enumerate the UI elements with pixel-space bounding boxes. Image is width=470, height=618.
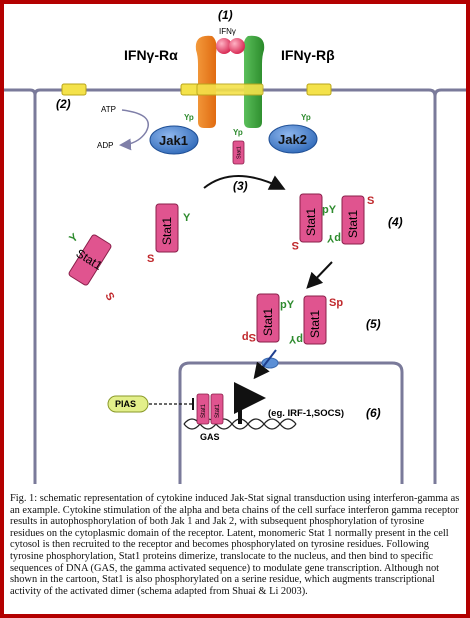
jak2 bbox=[268, 124, 318, 154]
atp-label: ATP bbox=[101, 105, 116, 114]
stat1-bound-left bbox=[196, 393, 210, 425]
jak-stat-diagram: (1) IFNγ IFNγ-Rα IFNγ-Rβ (2) ATP ADP Jak… bbox=[4, 8, 466, 484]
receptor-beta-label: IFNγ-Rβ bbox=[281, 47, 335, 63]
step-1-label: (1) bbox=[218, 8, 233, 22]
step-5-label: (5) bbox=[366, 317, 381, 331]
figure-caption: Fig. 1: schematic representation of cyto… bbox=[10, 493, 460, 597]
ifng-ligand-right bbox=[229, 38, 245, 54]
step4-s-bottom: S bbox=[292, 239, 299, 251]
stat1-dimer-left-step4-label: Stat1 bbox=[304, 208, 318, 236]
stat1-dimer-right-step5 bbox=[303, 295, 327, 345]
jak2-label: Jak2 bbox=[278, 132, 307, 147]
gas-label: GAS bbox=[200, 432, 220, 442]
stat1-docked bbox=[232, 140, 245, 165]
transcription-arrow bbox=[234, 382, 266, 424]
step-2-label: (2) bbox=[56, 97, 71, 111]
target-genes-label: (eg. IRF-1,SOCS) bbox=[268, 408, 344, 419]
step-3-label: (3) bbox=[233, 179, 248, 193]
membrane-protein-left bbox=[61, 83, 87, 96]
step4-py-left: pY bbox=[322, 204, 337, 216]
step4-py-right: pY bbox=[326, 232, 341, 244]
receptor-membrane-band bbox=[196, 83, 264, 96]
nuclear-membrane bbox=[178, 361, 404, 484]
receptor-yp-label: Yp bbox=[233, 128, 243, 137]
stat1-bound-right-label: Stat1 bbox=[215, 403, 221, 418]
receptor-alpha bbox=[195, 35, 217, 128]
stat1-dimer-left-step5-label: Stat1 bbox=[261, 308, 275, 336]
stat1-monomer bbox=[155, 203, 179, 253]
jak1 bbox=[149, 125, 199, 155]
jak1-yp-label: Yp bbox=[184, 113, 194, 122]
adp-label: ADP bbox=[97, 141, 113, 150]
jak1-label: Jak1 bbox=[159, 133, 188, 148]
dimerization-arrow bbox=[306, 261, 333, 289]
stat1-tilted-y: Y bbox=[67, 231, 81, 245]
step5-py-left: pY bbox=[280, 299, 295, 311]
receptor-beta bbox=[243, 35, 265, 128]
stat1-dimer-left-step4 bbox=[299, 193, 323, 243]
stat1-dimer-left-step5 bbox=[256, 293, 280, 343]
stat1-dimer-right-step5-label: Stat1 bbox=[308, 310, 322, 338]
stat1-monomer-y: Y bbox=[183, 212, 191, 224]
stat1-monomer-s: S bbox=[147, 253, 154, 265]
stat1-tilted-s: S bbox=[102, 291, 116, 303]
stat1-dimer-right-step4 bbox=[341, 195, 365, 245]
ifng-label: IFNγ bbox=[219, 27, 236, 36]
step5-sp-bottom: Sp bbox=[242, 331, 256, 343]
stat1-docked-label: Stat1 bbox=[237, 146, 243, 159]
stat1-dimer-right-step4-label: Stat1 bbox=[346, 210, 360, 238]
step4-s-top: S bbox=[367, 195, 374, 207]
step5-py-right: pY bbox=[288, 333, 303, 345]
step-6-label: (6) bbox=[366, 406, 381, 420]
nuclear-translocation-arrow bbox=[253, 349, 277, 380]
stat1-monomer-label: Stat1 bbox=[160, 217, 174, 245]
membrane-protein-right bbox=[306, 83, 332, 96]
jak2-yp-label: Yp bbox=[301, 113, 311, 122]
atp-adp-arrow bbox=[119, 109, 149, 151]
cell-membrane bbox=[4, 88, 466, 484]
stat1-bound-left-label: Stat1 bbox=[201, 403, 207, 418]
stat1-monomer-tilted bbox=[68, 234, 112, 286]
receptor-alpha-label: IFNγ-Rα bbox=[124, 47, 178, 63]
pias-label: PIAS bbox=[115, 399, 136, 409]
ifng-ligand-left bbox=[216, 38, 232, 54]
step5-sp-top: Sp bbox=[329, 297, 343, 309]
recruitment-arrow bbox=[203, 175, 286, 190]
dna-strand-a bbox=[183, 418, 297, 430]
pias-box bbox=[107, 395, 149, 413]
stat1-bound-right bbox=[210, 393, 224, 425]
step-4-label: (4) bbox=[388, 215, 403, 229]
